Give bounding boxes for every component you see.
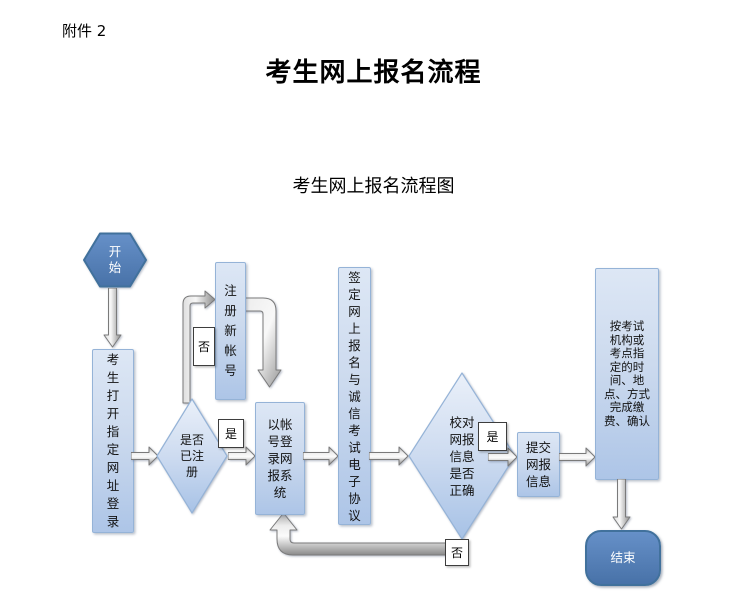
node-register-account: 注 册 新 帐 号 bbox=[215, 262, 246, 400]
edge-label-verify-no: 否 bbox=[445, 539, 469, 566]
end-label: 结束 bbox=[610, 550, 636, 565]
arrow-open-to-decision bbox=[131, 446, 159, 466]
arrow-register-to-login bbox=[244, 297, 282, 388]
open-site-label: 考 生 打 开 指 定 网 址 登 录 bbox=[106, 352, 120, 529]
node-pay-confirm: 按考试 机构或 考点指 定的时 间、地 点、方式 完成缴 费、确认 bbox=[595, 268, 659, 480]
verify-yes-text: 是 bbox=[486, 430, 499, 444]
verify-info-label: 校对 网报 信息 是否 正确 bbox=[449, 414, 475, 498]
node-login-system: 以帐 号登 录网 报系 统 bbox=[255, 402, 305, 515]
page-title: 考生网上报名流程 bbox=[265, 58, 482, 87]
login-system-label: 以帐 号登 录网 报系 统 bbox=[267, 417, 293, 500]
arrow-decision-yes-to-login bbox=[228, 446, 256, 466]
arrow-pay-to-end bbox=[612, 479, 631, 530]
registered-no-text: 否 bbox=[197, 340, 210, 354]
node-end: 结束 bbox=[585, 530, 661, 586]
arrow-verify-yes-to-submit bbox=[488, 447, 518, 467]
attachment-label: 附件 2 bbox=[62, 22, 107, 40]
node-sign-agreement: 签 定 网 上 报 名 与 诚 信 考 试 电 子 协 议 bbox=[338, 267, 371, 525]
edge-label-registered-no: 否 bbox=[193, 327, 215, 366]
is-registered-label: 是否 已注 册 bbox=[179, 433, 204, 479]
submit-info-label: 提交 网报 信息 bbox=[525, 440, 551, 489]
edge-label-registered-yes: 是 bbox=[218, 419, 244, 448]
sign-agreement-label: 签 定 网 上 报 名 与 诚 信 考 试 电 子 协 议 bbox=[348, 269, 361, 523]
register-account-label: 注 册 新 帐 号 bbox=[224, 283, 237, 378]
registered-yes-text: 是 bbox=[224, 427, 237, 441]
node-open-site: 考 生 打 开 指 定 网 址 登 录 bbox=[92, 349, 134, 533]
node-is-registered: 是否 已注 册 bbox=[156, 398, 228, 514]
arrow-no-to-register bbox=[182, 290, 216, 404]
decision-diamond-shape bbox=[156, 398, 228, 514]
start-label: 开 始 bbox=[108, 244, 122, 275]
arrow-login-to-sign bbox=[303, 446, 339, 466]
arrow-submit-to-pay bbox=[559, 447, 596, 467]
start-hexagon-shape bbox=[83, 232, 147, 288]
verify-no-text: 否 bbox=[450, 546, 463, 560]
node-submit-info: 提交 网报 信息 bbox=[517, 432, 560, 497]
pay-confirm-label: 按考试 机构或 考点指 定的时 间、地 点、方式 完成缴 费、确认 bbox=[604, 319, 650, 428]
arrow-sign-to-verify bbox=[369, 446, 409, 466]
page-subtitle: 考生网上报名流程图 bbox=[292, 176, 455, 197]
node-start: 开 始 bbox=[83, 232, 147, 288]
edge-label-verify-yes: 是 bbox=[478, 422, 507, 451]
arrow-start-to-open bbox=[103, 288, 122, 348]
